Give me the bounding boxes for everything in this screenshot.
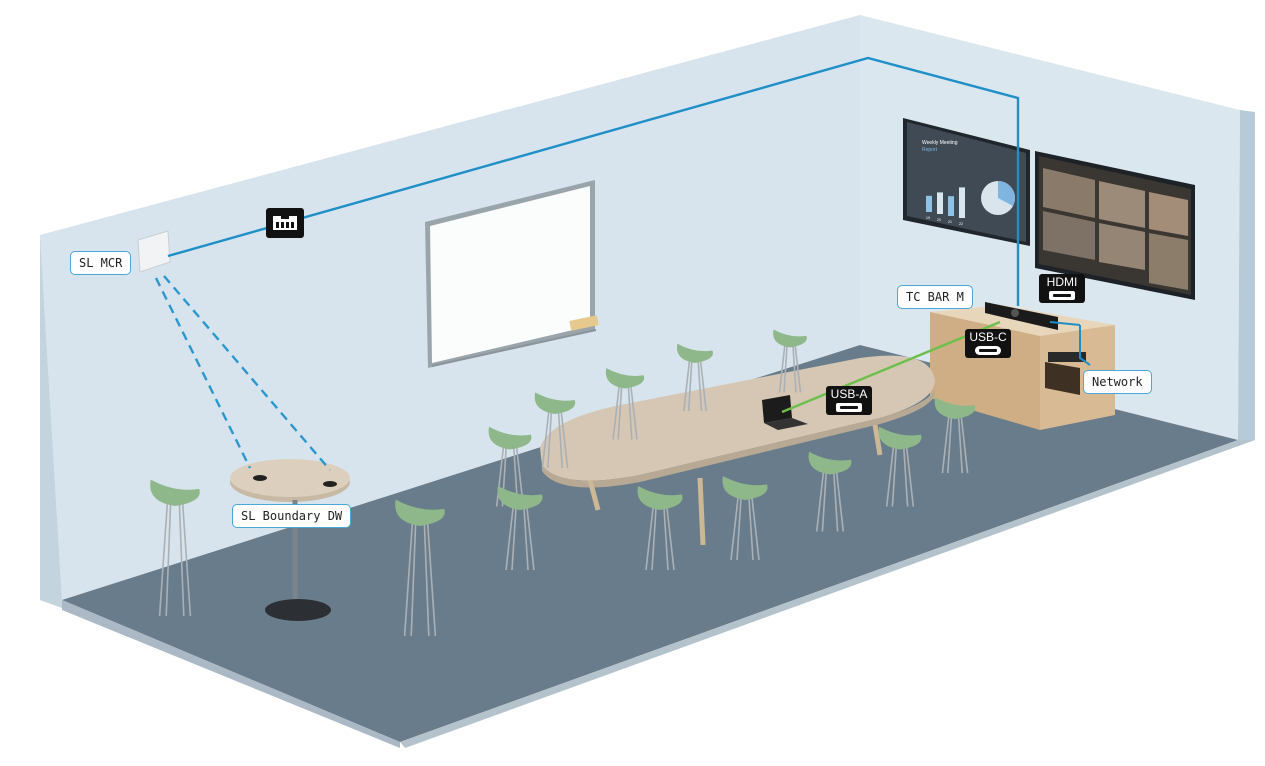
screen-pie <box>981 181 1015 215</box>
usb-c-port-label: USB-C <box>969 330 1006 344</box>
usb-a-port-label: USB-A <box>831 387 868 401</box>
screen-subtitle: Report <box>922 147 938 153</box>
sl-boundary-dw-label: SL Boundary DW <box>232 504 351 528</box>
hdmi-connector-icon <box>1049 291 1075 300</box>
screen-bar <box>959 187 965 218</box>
usb-c-connector-icon <box>975 346 1001 355</box>
ethernet-port-icon <box>266 208 304 238</box>
tc-bar-m-label: TC BAR M <box>897 285 973 309</box>
screen-bar <box>937 192 943 214</box>
sl-mcr-label: SL MCR <box>70 251 131 275</box>
usb-c-port-badge: USB-C <box>965 329 1011 358</box>
screen-bar-label: 22 <box>959 222 963 226</box>
usb-a-connector-icon <box>836 403 862 412</box>
network-label: Network <box>1083 370 1152 394</box>
screen-title: Weekly Meeting <box>922 140 958 146</box>
hdmi-port-label: HDMI <box>1047 275 1078 289</box>
screen-bar-label: 20 <box>937 218 941 222</box>
screen-bar <box>926 196 932 212</box>
usb-a-port-badge: USB-A <box>826 386 872 415</box>
screen-bar-label: 21 <box>948 220 952 224</box>
wall-edge-right <box>1238 110 1255 440</box>
screen-bar <box>948 196 954 216</box>
hdmi-port-badge: HDMI <box>1039 274 1085 303</box>
screen-bar-label: 19 <box>926 216 930 220</box>
